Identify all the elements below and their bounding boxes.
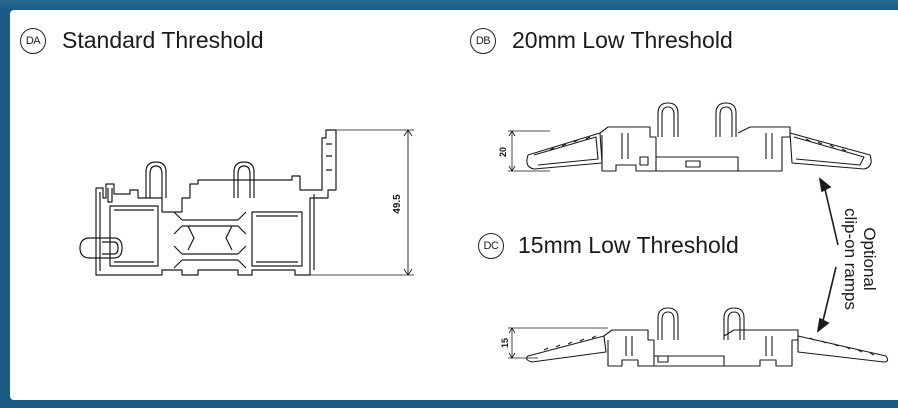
low-threshold-20mm-profile: 20 (498, 102, 872, 172)
optional-ramps-note: Optional clip-on ramps (841, 199, 879, 319)
dimension-da: 49.5 (392, 194, 403, 214)
standard-threshold-profile: 49.5 (79, 129, 414, 276)
note-line-2: clip-on ramps (841, 207, 860, 311)
arrow-down-icon (816, 317, 830, 333)
title-dc: 15mm Low Threshold (518, 232, 739, 258)
title-db: 20mm Low Threshold (512, 27, 733, 53)
badge-da: DA (20, 27, 46, 54)
badge-dc: DC (478, 232, 504, 259)
ramp-arrows (816, 177, 839, 333)
dimension-db: 20 (498, 147, 508, 157)
heading-dc: DC 15mm Low Threshold (478, 232, 739, 259)
heading-da: DA Standard Threshold (20, 27, 264, 54)
badge-db: DB (470, 27, 496, 54)
low-threshold-15mm-profile: 15 (500, 307, 889, 367)
heading-db: DB 20mm Low Threshold (470, 27, 733, 54)
dimension-dc: 15 (500, 338, 510, 348)
arrow-up-icon (818, 177, 832, 193)
title-da: Standard Threshold (62, 27, 264, 53)
note-line-1: Optional (860, 227, 879, 291)
drawing-panel: DA Standard Threshold DB 20mm Low Thresh… (10, 10, 898, 400)
top-band (0, 0, 898, 10)
